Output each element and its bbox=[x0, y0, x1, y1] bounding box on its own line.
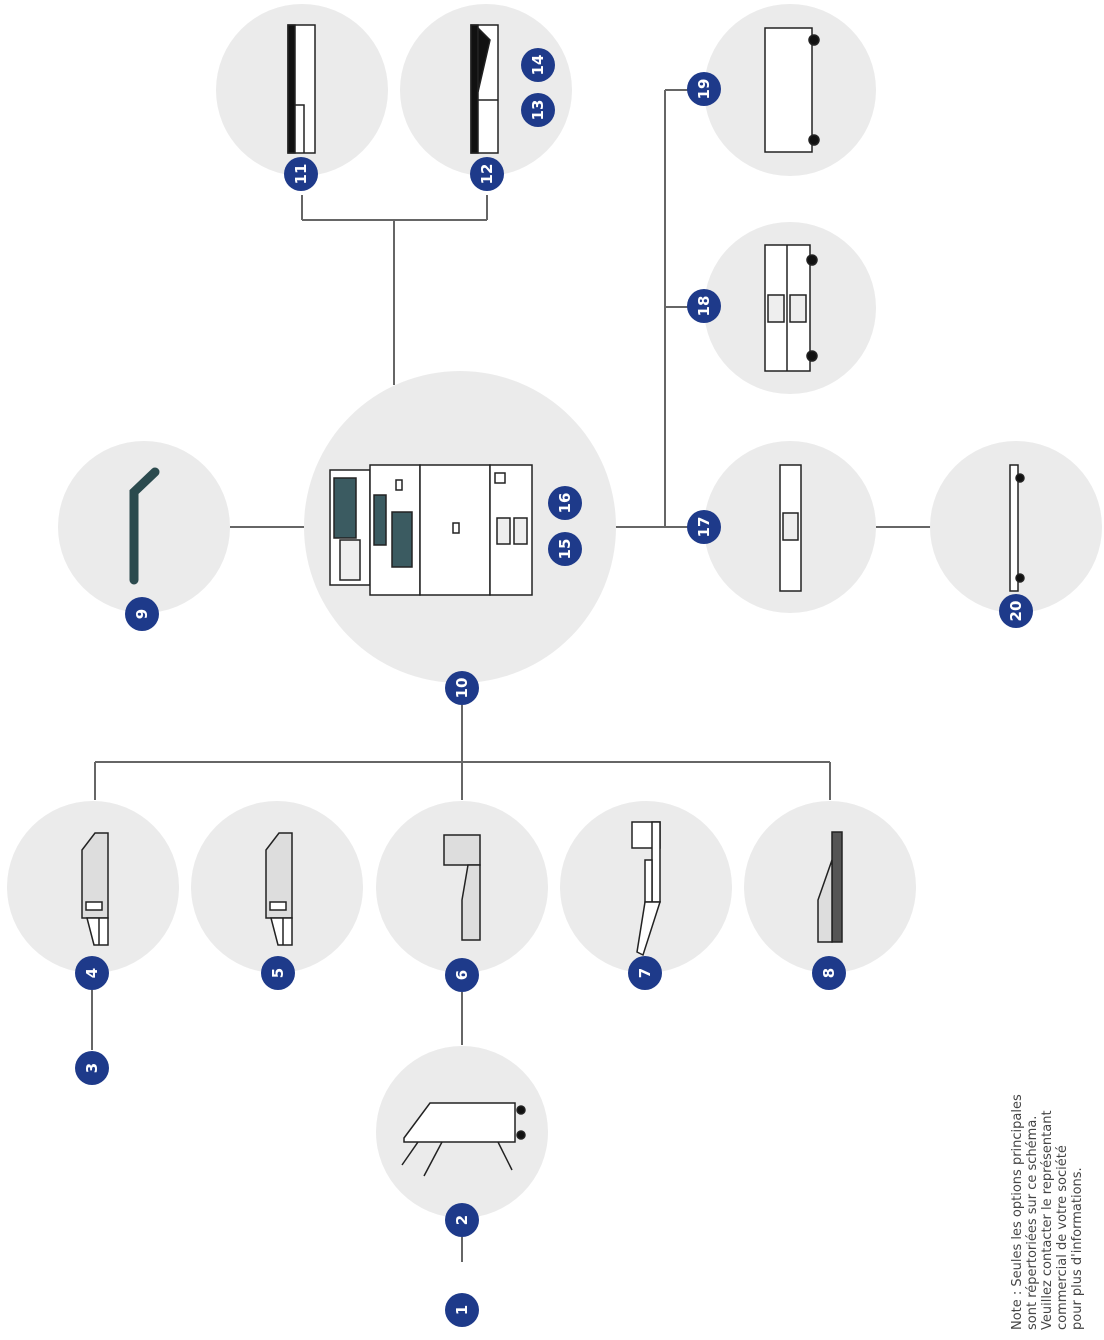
badge-6: 6 bbox=[445, 958, 479, 992]
badge-20: 20 bbox=[999, 594, 1033, 628]
badge-label: 2 bbox=[453, 1215, 471, 1225]
illustration-6 bbox=[443, 834, 481, 941]
footnote-line: Note : Seules les options principales bbox=[1010, 1094, 1025, 1330]
badge-label: 13 bbox=[529, 100, 547, 121]
footnote-line: Veuillez contacter le représentant bbox=[1040, 1110, 1055, 1330]
badge-label: 16 bbox=[556, 493, 574, 514]
badge-label: 17 bbox=[695, 517, 713, 538]
badge-label: 15 bbox=[556, 539, 574, 560]
badge-label: 1 bbox=[453, 1305, 471, 1315]
illustration-19 bbox=[764, 27, 820, 153]
badge-3: 3 bbox=[75, 1051, 109, 1085]
badge-label: 8 bbox=[820, 968, 838, 978]
illustration-2 bbox=[401, 1102, 526, 1177]
badge-17: 17 bbox=[687, 510, 721, 544]
badge-18: 18 bbox=[687, 289, 721, 323]
illustration-20 bbox=[1009, 464, 1025, 592]
badge-7: 7 bbox=[628, 956, 662, 990]
badge-label: 18 bbox=[695, 296, 713, 317]
footnote: Note : Seules les options principales so… bbox=[1010, 1094, 1085, 1330]
badge-8: 8 bbox=[812, 956, 846, 990]
badge-label: 14 bbox=[529, 55, 547, 76]
illustration-8 bbox=[817, 831, 843, 943]
footnote-line: sont répertoriées sur ce schéma. bbox=[1025, 1115, 1040, 1330]
illustration-12 bbox=[470, 24, 499, 154]
badge-15: 15 bbox=[548, 532, 582, 566]
illustration-7 bbox=[631, 821, 662, 957]
illustration-10-printer bbox=[329, 464, 533, 596]
badge-label: 4 bbox=[83, 968, 101, 978]
footnote-line: commercial de votre société bbox=[1055, 1145, 1070, 1330]
badge-10: 10 bbox=[445, 671, 479, 705]
badge-14: 14 bbox=[521, 48, 555, 82]
badge-label: 9 bbox=[133, 609, 151, 619]
badge-label: 10 bbox=[453, 678, 471, 699]
badge-label: 12 bbox=[478, 164, 496, 185]
badge-5: 5 bbox=[261, 956, 295, 990]
illustration-5 bbox=[265, 832, 293, 946]
illustration-11 bbox=[287, 24, 316, 154]
connector-lines bbox=[91, 89, 932, 1262]
badge-11: 11 bbox=[284, 157, 318, 191]
badge-label: 6 bbox=[453, 970, 471, 980]
badge-2: 2 bbox=[445, 1203, 479, 1237]
badge-1: 1 bbox=[445, 1293, 479, 1327]
badge-label: 20 bbox=[1007, 601, 1025, 622]
badge-label: 3 bbox=[83, 1063, 101, 1073]
badge-label: 19 bbox=[695, 79, 713, 100]
badge-13: 13 bbox=[521, 93, 555, 127]
option-circles bbox=[7, 4, 1102, 1218]
illustration-17 bbox=[779, 464, 802, 592]
badge-9: 9 bbox=[125, 597, 159, 631]
illustration-4 bbox=[81, 832, 109, 946]
badge-16: 16 bbox=[548, 486, 582, 520]
badge-label: 7 bbox=[636, 968, 654, 978]
badge-12: 12 bbox=[470, 157, 504, 191]
badge-19: 19 bbox=[687, 72, 721, 106]
badge-label: 5 bbox=[269, 968, 287, 978]
illustration-18 bbox=[764, 244, 818, 372]
badge-label: 11 bbox=[292, 164, 310, 185]
badge-4: 4 bbox=[75, 956, 109, 990]
footnote-line: pour plus d'informations. bbox=[1070, 1167, 1085, 1330]
illustration-9 bbox=[129, 467, 160, 585]
